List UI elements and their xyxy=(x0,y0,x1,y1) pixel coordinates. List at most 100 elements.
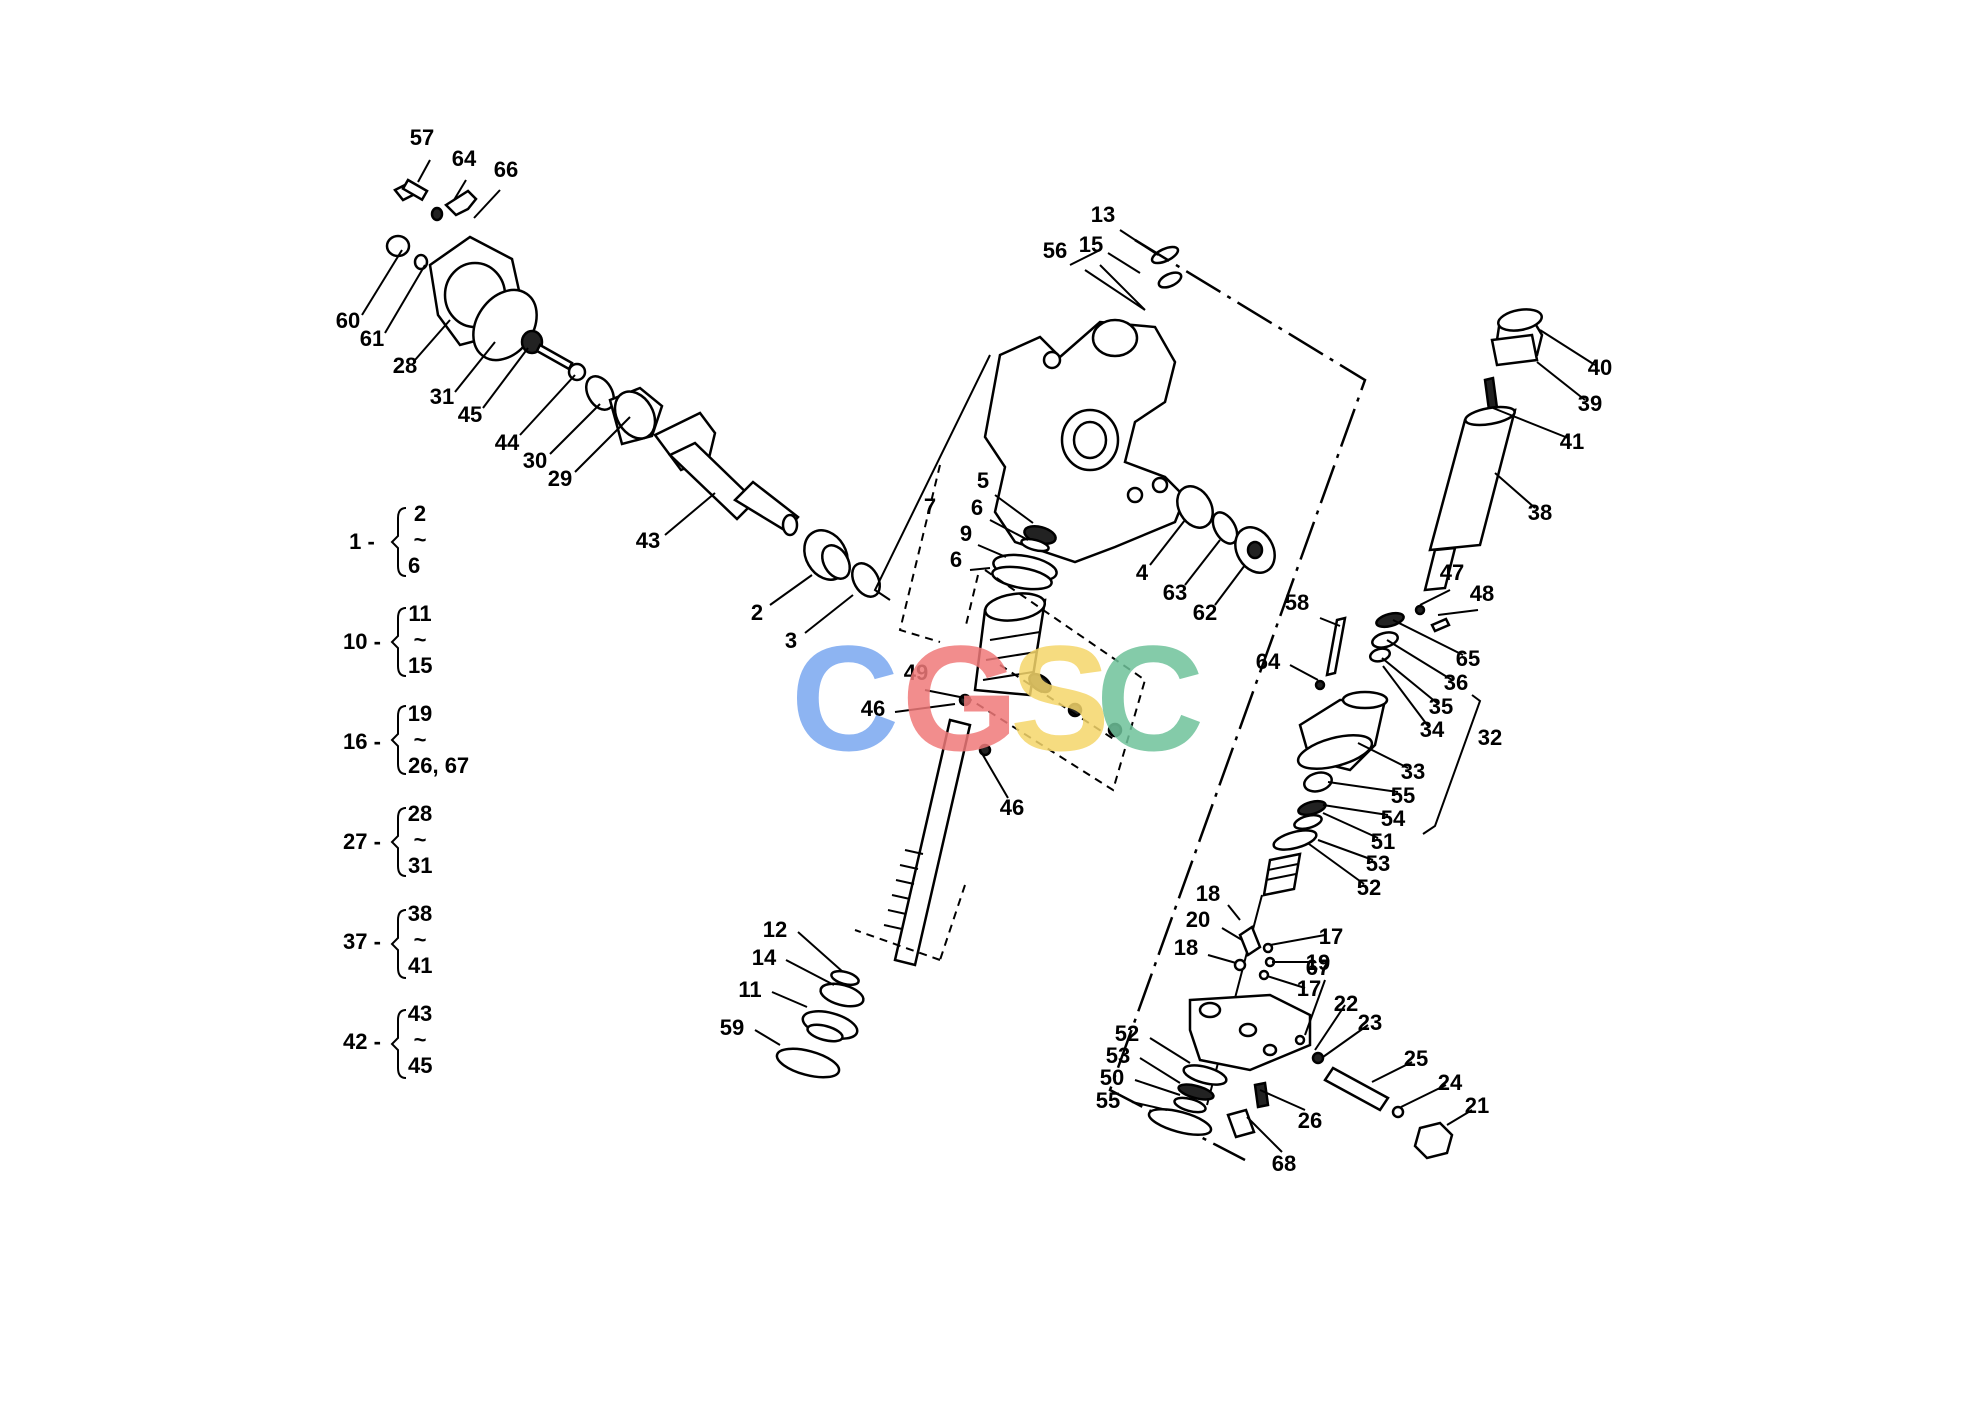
part-label: 52 xyxy=(1357,875,1381,900)
part-label: 46 xyxy=(861,696,885,721)
group-item: 41 xyxy=(408,953,432,978)
group-item: 2 xyxy=(414,501,426,526)
group-item: 26, 67 xyxy=(408,753,469,778)
leader-lines xyxy=(361,159,1596,1153)
group-item: 38 xyxy=(408,901,432,926)
group-item: ~ xyxy=(414,1027,427,1052)
part-label: 23 xyxy=(1358,1010,1382,1035)
group-parent: 16 - xyxy=(343,729,381,754)
group-item: 28 xyxy=(408,801,432,826)
part-label: 2 xyxy=(751,600,763,625)
gear-housing xyxy=(983,245,1276,574)
part-label: 7 xyxy=(924,494,936,519)
piston-worm-assembly xyxy=(883,524,1123,967)
part-label: 19 xyxy=(1306,950,1330,975)
part-label: 13 xyxy=(1091,202,1115,227)
part-label: 20 xyxy=(1186,907,1210,932)
part-label: 4 xyxy=(1136,560,1149,585)
valve-assembly xyxy=(1147,308,1544,1160)
part-label: 52 xyxy=(1115,1021,1139,1046)
part-label: 33 xyxy=(1401,759,1425,784)
part-label: 32 xyxy=(1478,725,1502,750)
part-label: 25 xyxy=(1404,1046,1428,1071)
sector-shaft xyxy=(653,411,800,537)
part-label: 49 xyxy=(904,660,928,685)
part-label: 63 xyxy=(1163,580,1187,605)
part-label: 59 xyxy=(720,1015,744,1040)
part-label: 53 xyxy=(1366,851,1390,876)
part-label: 24 xyxy=(1438,1070,1463,1095)
part-label: 14 xyxy=(752,945,777,970)
part-label: 39 xyxy=(1578,391,1602,416)
bearing-2-3 xyxy=(803,529,881,598)
watermark-letter: G xyxy=(902,614,1019,782)
part-label: 12 xyxy=(763,917,787,942)
part-label: 18 xyxy=(1196,881,1220,906)
part-label: 57 xyxy=(410,125,434,150)
part-label: 55 xyxy=(1096,1088,1120,1113)
group-item: 43 xyxy=(408,1001,432,1026)
part-label: 29 xyxy=(548,466,572,491)
part-label: 54 xyxy=(1381,806,1406,831)
part-label: 58 xyxy=(1285,590,1309,615)
group-outline-7 xyxy=(898,464,941,643)
part-label: 35 xyxy=(1429,694,1453,719)
part-label: 11 xyxy=(738,977,761,1002)
group-item: 31 xyxy=(408,853,432,878)
part-label: 22 xyxy=(1334,991,1358,1016)
part-label: 61 xyxy=(360,326,384,351)
part-label: 17 xyxy=(1319,924,1343,949)
group-legend xyxy=(390,507,407,1079)
group-item: 11 xyxy=(408,601,431,626)
part-label: 44 xyxy=(495,430,520,455)
part-label: 47 xyxy=(1440,560,1464,585)
group-parent: 27 - xyxy=(343,829,381,854)
part-label: 17 xyxy=(1297,976,1321,1001)
part-label: 21 xyxy=(1465,1093,1489,1118)
part-label: 46 xyxy=(1000,795,1024,820)
part-label: 26 xyxy=(1298,1108,1322,1133)
part-label: 6 xyxy=(971,495,983,520)
part-label: 68 xyxy=(1272,1151,1296,1176)
part-label: 67 xyxy=(1306,955,1330,980)
watermark-letter: C xyxy=(791,614,899,782)
group-item: ~ xyxy=(414,927,427,952)
part-label: 18 xyxy=(1174,935,1198,960)
part-label: 53 xyxy=(1106,1043,1130,1068)
part-label: 3 xyxy=(785,628,797,653)
part-label: 31 xyxy=(430,384,454,409)
group-parent: 10 - xyxy=(343,629,381,654)
group-parent: 37 - xyxy=(343,929,381,954)
cover-assembly xyxy=(385,178,664,446)
group-item: 15 xyxy=(408,653,432,678)
watermark-letter: C xyxy=(1096,614,1204,782)
bracket-line xyxy=(873,354,991,601)
part-label: 34 xyxy=(1420,717,1445,742)
part-label: 40 xyxy=(1588,355,1612,380)
group-item: 6 xyxy=(408,553,420,578)
part-label: 50 xyxy=(1100,1065,1124,1090)
part-label: 6 xyxy=(950,547,962,572)
group-item: ~ xyxy=(414,827,427,852)
group-parent: 42 - xyxy=(343,1029,381,1054)
part-label: 48 xyxy=(1470,581,1494,606)
part-label: 36 xyxy=(1444,670,1468,695)
part-label: 41 xyxy=(1560,429,1584,454)
part-label: 64 xyxy=(1256,649,1281,674)
part-label: 30 xyxy=(523,448,547,473)
watermark-letter: S xyxy=(1010,614,1110,782)
part-label: 28 xyxy=(393,353,417,378)
part-label: 51 xyxy=(1371,829,1395,854)
part-label: 55 xyxy=(1391,783,1415,808)
group-item: ~ xyxy=(414,627,427,652)
part-label: 9 xyxy=(960,521,972,546)
group-item: ~ xyxy=(414,527,427,552)
part-label: 60 xyxy=(336,308,360,333)
part-label: 45 xyxy=(458,402,482,427)
part-label: 38 xyxy=(1528,500,1552,525)
part-label: 15 xyxy=(1079,232,1103,257)
part-label: 62 xyxy=(1193,600,1217,625)
